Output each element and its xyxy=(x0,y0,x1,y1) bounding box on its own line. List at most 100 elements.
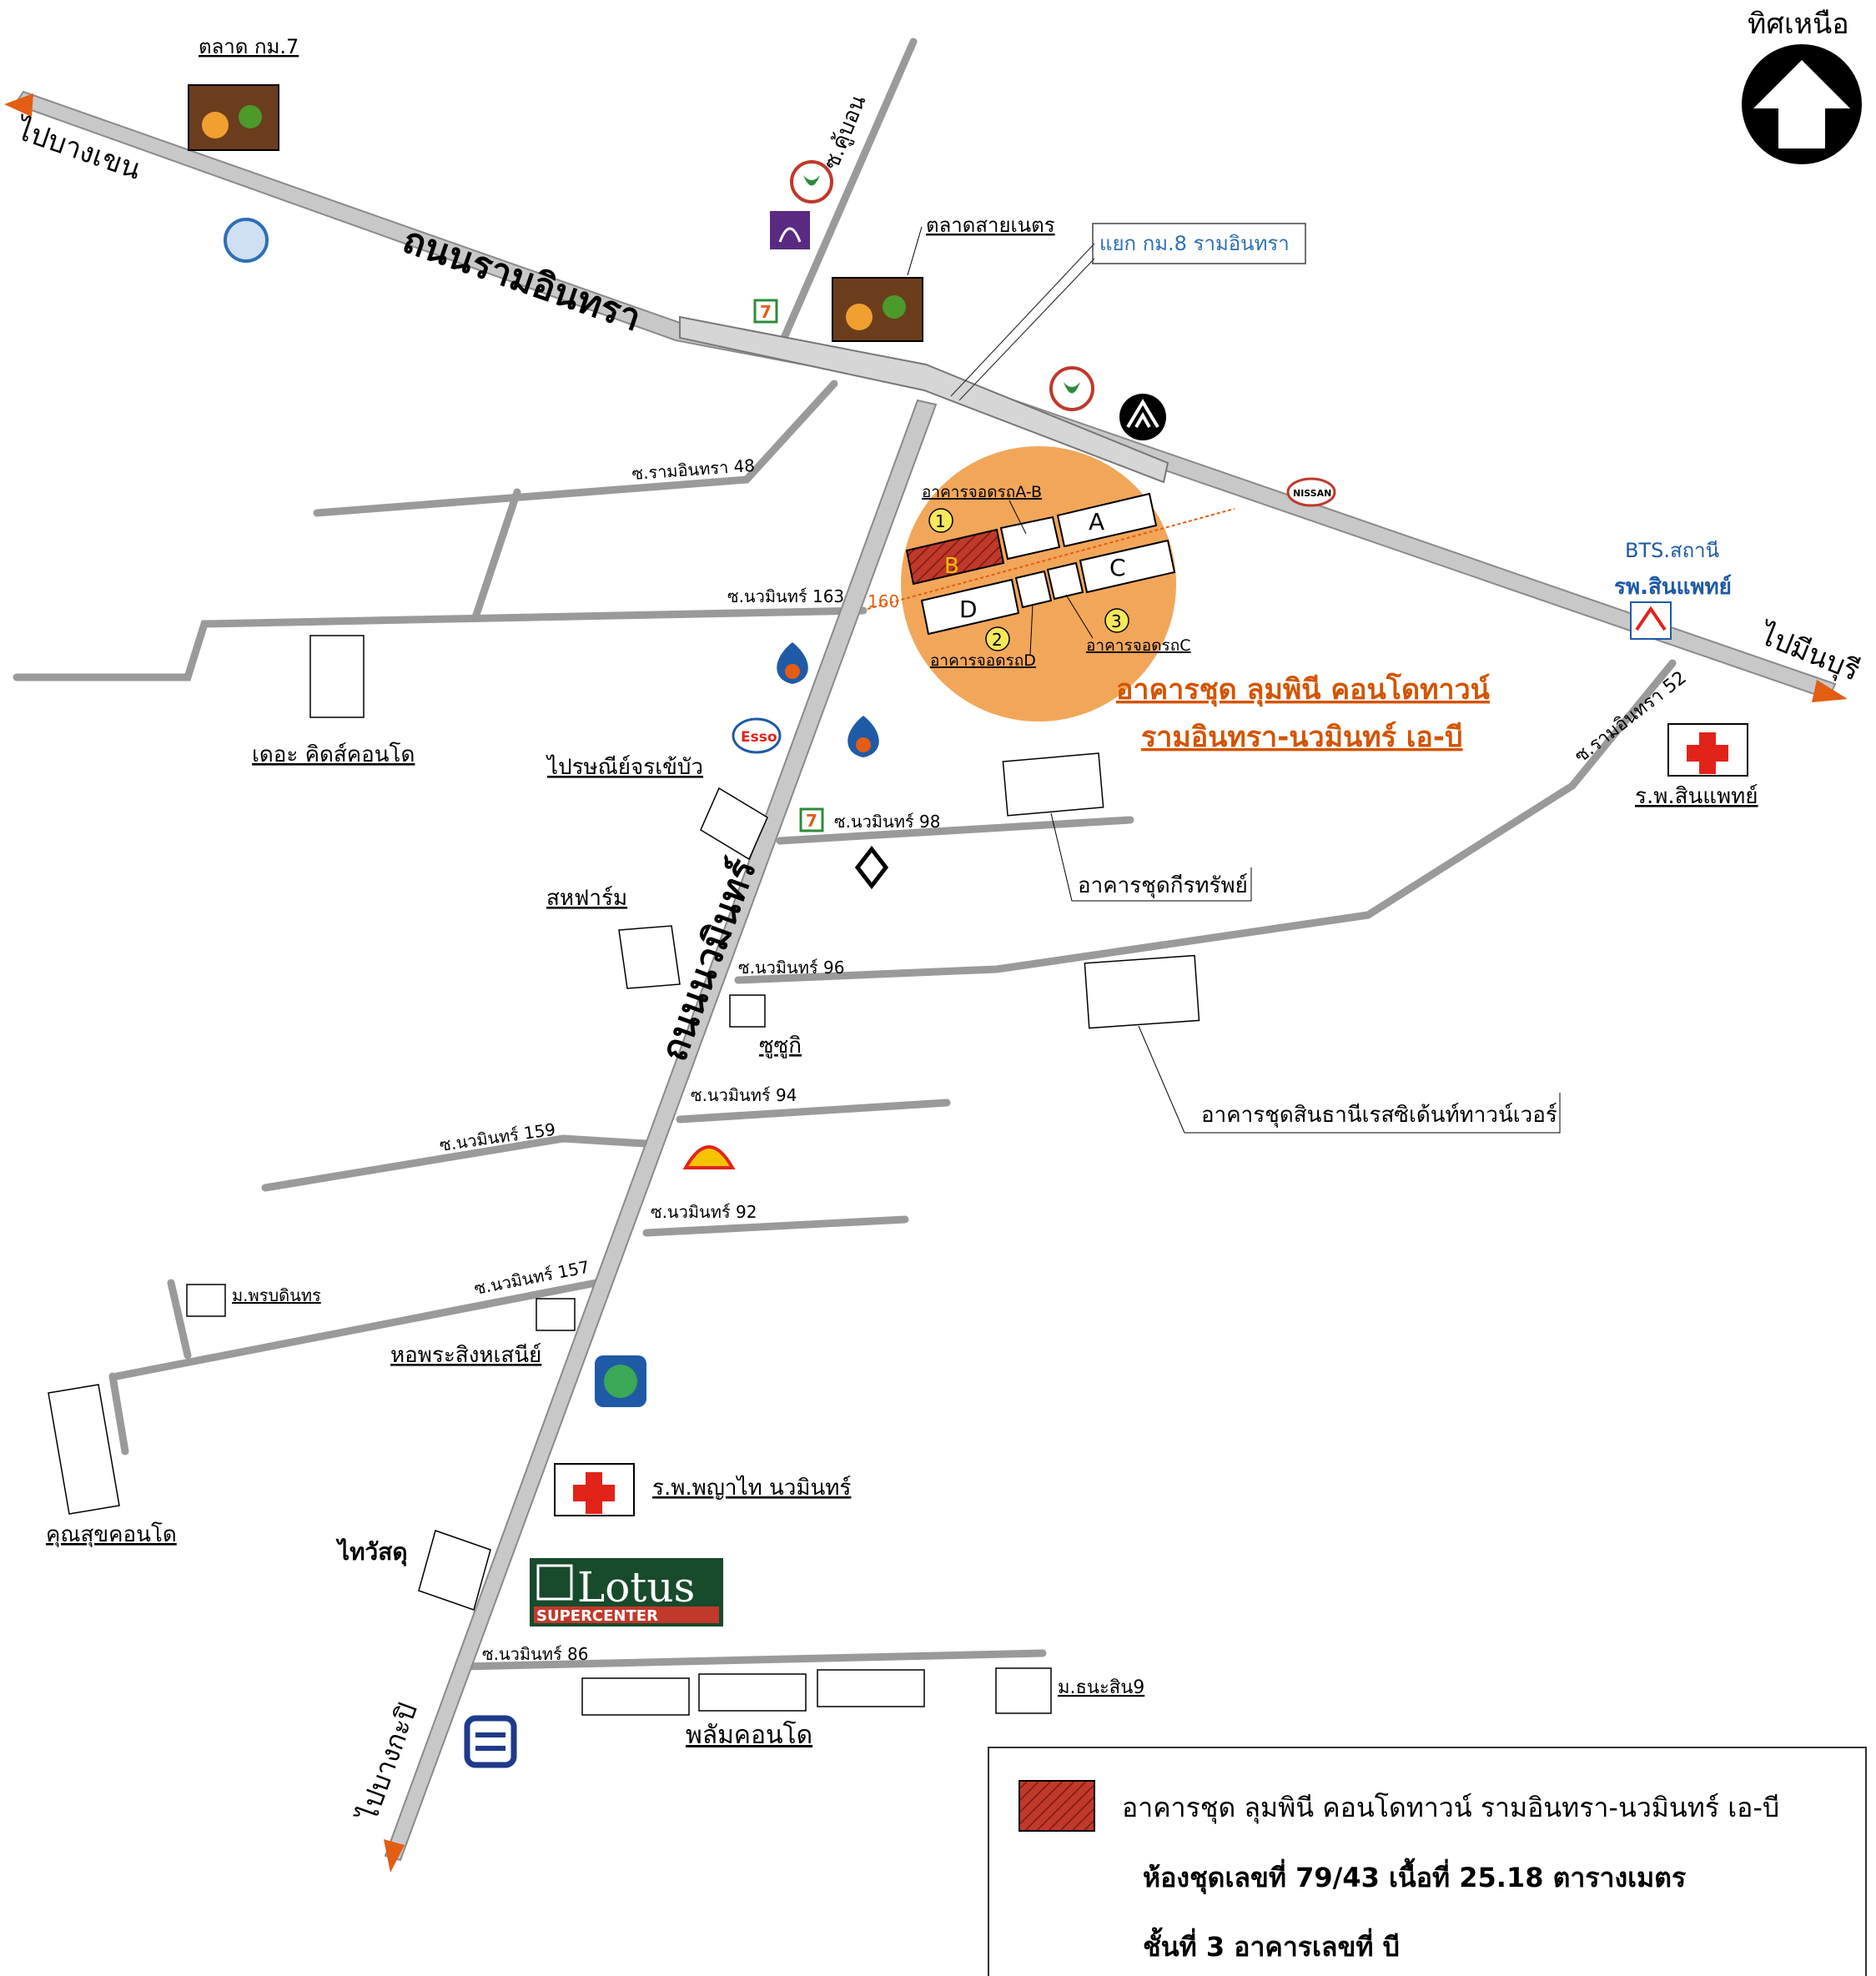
ramintra-arrow-east xyxy=(1812,680,1848,702)
overpass xyxy=(679,315,1169,484)
lotus-red-bar xyxy=(534,1606,719,1623)
building-c-parking xyxy=(1046,561,1084,601)
seven-eleven-icon-2 xyxy=(799,807,824,832)
hophrasing-label: หอพระสิงหเสนีย์ xyxy=(390,1343,541,1368)
building-c xyxy=(1079,539,1176,594)
soi-nawamin157-branch-1 xyxy=(167,1279,192,1360)
khunsuk-label: คุณสุขคอนโด xyxy=(46,1521,177,1547)
sinthani-building xyxy=(1084,954,1200,1029)
soi-nawamin94-road xyxy=(676,1099,951,1124)
sinthani-label: อาคารชุดสินธานีเรสซิเด้นท์ทาวน์เวอร์ xyxy=(1201,1103,1557,1128)
landmarks: ตลาด กม.7 ตลาดสายเนตร 7 7 NISSAN BTS. xyxy=(46,35,1758,1768)
seven-eleven-label: 7 xyxy=(760,302,772,322)
sahafarm-building xyxy=(618,925,681,989)
project-area: 160 A B C D 1 2 3 อาคารจอดรถA-B อาคารจอด… xyxy=(867,446,1490,754)
soi-nawamin86-road xyxy=(459,1649,1047,1671)
soi-nawamin98-road xyxy=(776,816,1134,845)
bank-blue-logo-mark-icon xyxy=(475,1732,505,1751)
legend-unit: ห้องชุดเลขที่ 79/43 เนื้อที่ 25.18 ตาราง… xyxy=(1143,1858,1686,1895)
building-b-label: B xyxy=(944,554,959,579)
nawamin-road xyxy=(384,399,938,1862)
soi-nawamin163-label: ซ.นวมินทร์ 163 xyxy=(727,586,844,606)
ramintra-road-label: ถนนรามอินทรา xyxy=(397,219,646,339)
legend-box xyxy=(988,1747,1867,1976)
ptt-station-icon-2 xyxy=(847,716,879,757)
junction-leader-2 xyxy=(958,258,1095,401)
marker-1 xyxy=(928,508,953,533)
legend: อาคารชุด ลุมพินี คอนโดทาวน์ รามอินทรา-นว… xyxy=(988,1747,1867,1976)
soi-ramintra48-road xyxy=(313,380,838,517)
govt-seal-icon xyxy=(224,218,269,263)
junction-box xyxy=(1092,223,1306,264)
marker-3 xyxy=(1104,608,1129,633)
sahafarm-label: สหฟาร์ม xyxy=(546,886,627,911)
ptt-flame-icon-2 xyxy=(856,737,871,752)
junction-leader-1 xyxy=(950,243,1095,397)
road-labels: ถนนรามอินทรา ถนนนวมินทร์ ไปบางเขน ไปมีนบ… xyxy=(10,92,1864,1828)
north-arrow-icon xyxy=(1753,60,1850,148)
parking-d-leader xyxy=(1029,604,1034,656)
soi-nawamin96-road xyxy=(734,659,1677,984)
building-c-label: C xyxy=(1109,554,1126,581)
project-title-1: อาคารชุด ลุมพินี คอนโดทาวน์ xyxy=(1116,672,1490,707)
soi-ramintra48-branch xyxy=(471,488,521,621)
market-saineth-icon xyxy=(832,277,923,342)
phyathai-cross-icon xyxy=(573,1472,615,1514)
esso-label: Esso xyxy=(741,729,777,746)
soi-nawamin94-label: ซ.นวมินทร์ 94 xyxy=(691,1085,797,1105)
market-saineth-leader xyxy=(907,226,923,276)
building-d-parking xyxy=(1014,570,1053,609)
shell-station-icon xyxy=(682,1145,736,1169)
thanasin-building xyxy=(995,1667,1052,1714)
siam-commercial-bank-icon xyxy=(770,211,810,249)
kiratsap-leader xyxy=(1050,812,1252,902)
legend-swatch xyxy=(1018,1780,1095,1832)
distance-label: 160 xyxy=(868,591,899,611)
soi-nawamin92-label: ซ.นวมินทร์ 92 xyxy=(651,1202,757,1222)
lotus-label: Lotus xyxy=(577,1563,695,1611)
secondary-roads xyxy=(13,38,1677,1671)
plum-building-3 xyxy=(817,1669,925,1707)
nawamin-arrow xyxy=(384,1839,405,1873)
lotus-flower-icon xyxy=(536,1564,573,1601)
khunsuk-building xyxy=(48,1384,120,1515)
building-a-label: A xyxy=(1089,508,1104,535)
sinthani-leader xyxy=(1138,1025,1561,1134)
north-indicator: ทิศเหนือ xyxy=(1742,8,1862,164)
ptt-flame-icon xyxy=(785,664,800,679)
soi-nawamin157-branch-2 xyxy=(108,1372,129,1456)
market-saineth-fruit-icon xyxy=(846,304,873,330)
legend-floor: ชั้นที่ 3 อาคารเลขที่ บี xyxy=(1143,1927,1400,1963)
thaiwatsadu-label: ไทวัสดุ xyxy=(335,1538,408,1566)
soi-nawamin86-label: ซ.นวมินทร์ 86 xyxy=(482,1644,588,1664)
marker-2 xyxy=(985,626,1010,651)
bts-station-label-1: BTS.สถานี xyxy=(1625,539,1719,562)
parking-d-label: อาคารจอดรถD xyxy=(930,651,1036,670)
market-km7-veg-icon xyxy=(239,105,262,128)
phyathai-label: ร.พ.พญาไท นวมินทร์ xyxy=(652,1475,851,1501)
nissan-label: NISSAN xyxy=(1293,488,1331,499)
market-km7-fruit-icon xyxy=(202,112,229,138)
soi-nawamin163-road xyxy=(13,606,868,681)
bts-station-label-2: รพ.สินแพทย์ xyxy=(1614,574,1732,600)
parking-ab-leader xyxy=(1008,500,1027,535)
seven-eleven-label-2: 7 xyxy=(806,811,817,831)
thanasin-label: ม.ธนะสิน9 xyxy=(1058,1677,1144,1698)
north-label: ทิศเหนือ xyxy=(1748,8,1849,41)
market-km7-label: ตลาด กม.7 xyxy=(199,35,299,58)
distance-line xyxy=(867,508,1235,610)
seven-eleven-icon xyxy=(753,299,778,324)
soi-nawamin98-label: ซ.นวมินทร์ 98 xyxy=(834,812,940,832)
the-kids-condo-building xyxy=(309,635,365,718)
plum-building-2 xyxy=(698,1673,807,1712)
junction-label: แยก กม.8 รามอินทรา xyxy=(1099,232,1290,255)
hospital-sinphaet-label: ร.พ.สินแพทย์ xyxy=(1635,784,1758,809)
nissan-icon xyxy=(1286,477,1336,507)
suzuki-label: ซูซูกิ xyxy=(759,1033,802,1058)
soi-nawamin96-label: ซ.นวมินทร์ 96 xyxy=(738,958,844,978)
ptt-station-icon xyxy=(777,642,808,684)
esso-icon xyxy=(732,717,782,754)
soi-nawamin92-road xyxy=(642,1215,909,1237)
project-title-2: รามอินทรา-นวมินทร์ เอ-บี xyxy=(1141,721,1463,754)
marker-3-label: 3 xyxy=(1111,611,1122,631)
